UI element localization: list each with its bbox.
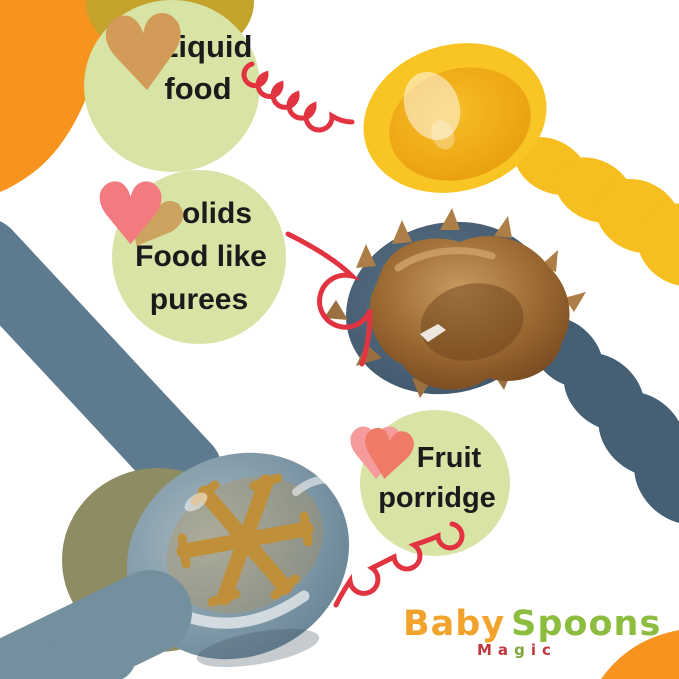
magic-part: ic: [530, 641, 557, 659]
badge-label: Fruit: [416, 442, 482, 474]
magic-part-g: g: [514, 641, 531, 659]
glaze-highlight: [292, 475, 342, 496]
badge-liquid-food: Liquid food: [84, 0, 260, 172]
badge-label: Liquid: [159, 29, 253, 64]
spoon-dark: [324, 208, 679, 525]
heart-icon: ♥: [344, 412, 409, 496]
handle-rib: [0, 636, 84, 679]
badge-label: Solids: [161, 197, 252, 230]
highlight: [431, 120, 455, 150]
spoon-yellow-handle: [515, 137, 679, 287]
badge-label: food: [164, 71, 232, 106]
spoon-gray: [0, 221, 350, 679]
magic-part: Ma: [477, 641, 515, 659]
bowl-lip-shadow: [196, 628, 320, 668]
heart-icon: ♥: [93, 0, 196, 119]
heart-icon: ♥: [351, 413, 424, 500]
spoon-yellow: [363, 43, 679, 287]
spoon-dark-handle: [529, 316, 679, 525]
peanut-butter-core: [420, 283, 524, 361]
corner-blob-top-left: [0, 0, 108, 192]
brand-word-magic: Magic: [477, 641, 661, 659]
badge-label: porridge: [378, 482, 496, 514]
badge-label: Food like: [135, 240, 267, 273]
peanut-butter-ridge: [394, 247, 496, 272]
brand-word-baby: Baby: [403, 604, 506, 644]
corner-wedge-bottom-right: [601, 630, 679, 679]
snowflake-pattern: [176, 473, 314, 607]
brand-word-spoons: Spoons: [511, 604, 662, 644]
heart-icon: ♥: [92, 165, 170, 265]
badge-solids-purees: Solids Food like purees: [112, 170, 286, 344]
glint: [184, 492, 208, 512]
highlight: [403, 72, 461, 140]
badge-label: purees: [149, 283, 249, 316]
glint: [420, 324, 446, 342]
